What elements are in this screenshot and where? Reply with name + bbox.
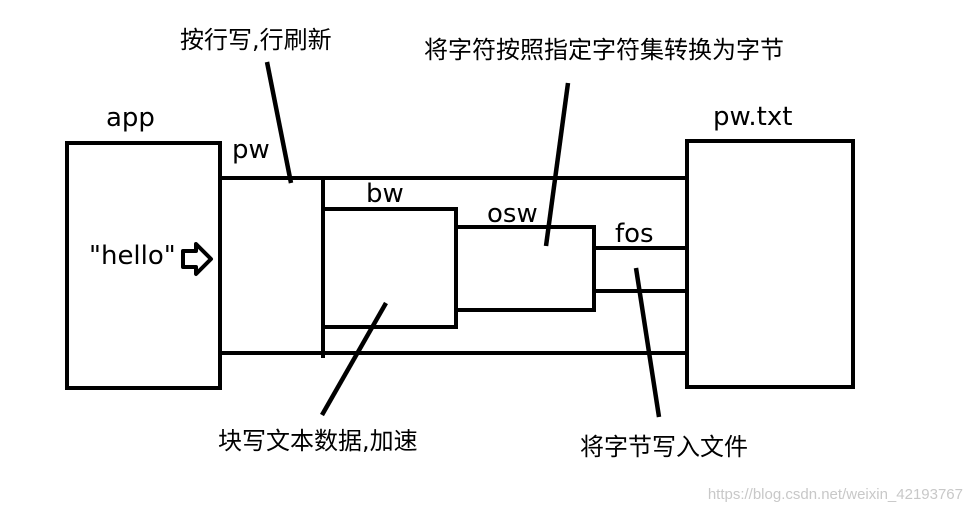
bw-box (321, 207, 458, 329)
fos-note: 将字节写入文件 (580, 433, 748, 461)
app-label: app (106, 103, 155, 133)
bw-note-pointer (320, 301, 388, 417)
file-label: pw.txt (713, 102, 792, 132)
pw-note: 按行写,行刷新 (180, 26, 332, 54)
right-arrow-icon (181, 242, 213, 276)
app-box (65, 141, 222, 390)
file-box (685, 139, 855, 389)
hello-label: "hello" (89, 241, 176, 271)
bw-note: 块写文本数据,加速 (218, 427, 418, 455)
pw-note-pointer (264, 61, 294, 184)
pw-label: pw (232, 135, 270, 165)
osw-note-pointer (543, 82, 571, 247)
osw-label: osw (487, 199, 538, 229)
fos-note-pointer (633, 267, 662, 418)
bw-label: bw (366, 179, 404, 209)
watermark-text: https://blog.csdn.net/weixin_42193767 (708, 486, 963, 503)
fos-label: fos (615, 219, 654, 249)
osw-note: 将字符按照指定字符集转换为字节 (424, 36, 784, 64)
osw-box (454, 225, 596, 312)
